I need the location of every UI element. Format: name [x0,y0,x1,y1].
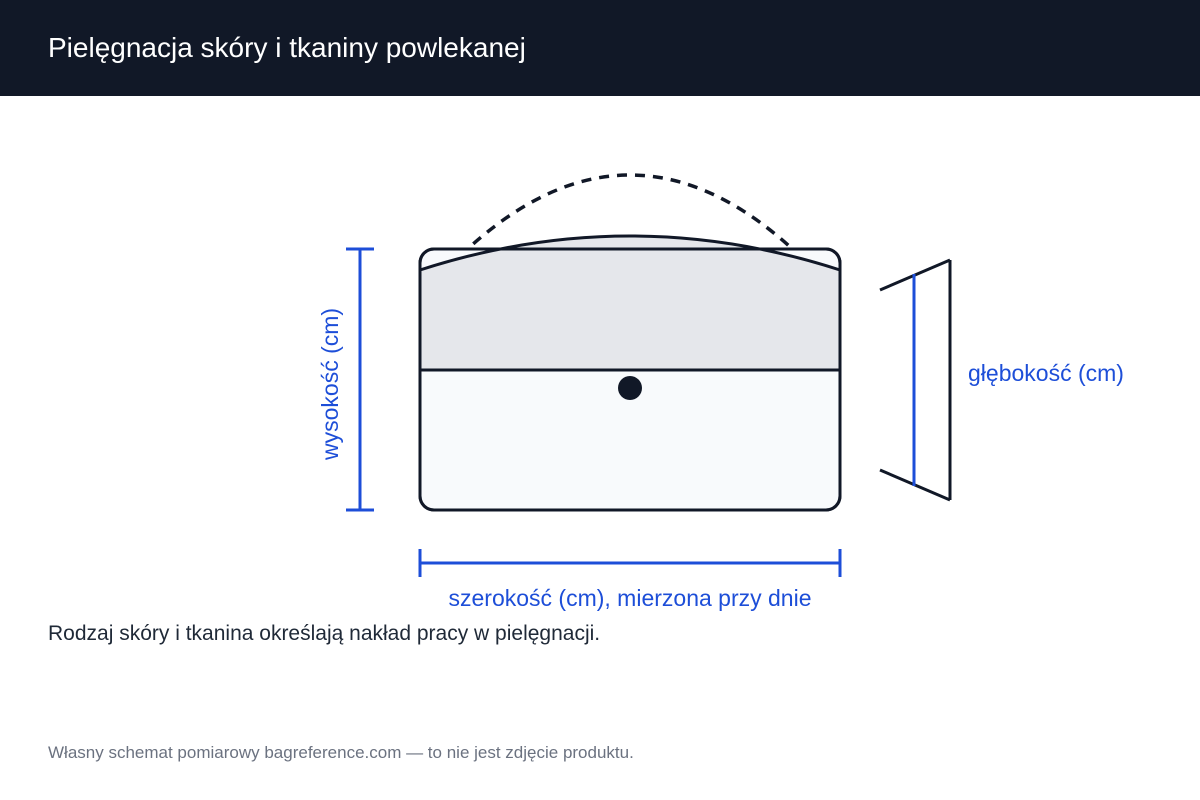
width-dimension [418,549,842,577]
width-label: szerokość (cm), mierzona przy dnie [449,585,812,611]
bag-outline [418,247,842,512]
bag-flap [420,236,840,370]
header-bar: Pielęgnacja skóry i tkaniny powlekanej [0,0,1200,96]
footer-note: Własny schemat pomiarowy bagreference.co… [48,743,634,762]
bag-clasp [618,376,642,400]
height-dimension [346,247,374,512]
depth-label: głębokość (cm) [968,360,1124,386]
bag-handle [458,173,802,258]
bag-flap-edge [419,234,841,272]
page-title: Pielęgnacja skóry i tkaniny powlekanej [48,32,526,63]
height-label: wysokość (cm) [317,308,343,461]
caption-text: Rodzaj skóry i tkanina określają nakład … [48,622,601,645]
